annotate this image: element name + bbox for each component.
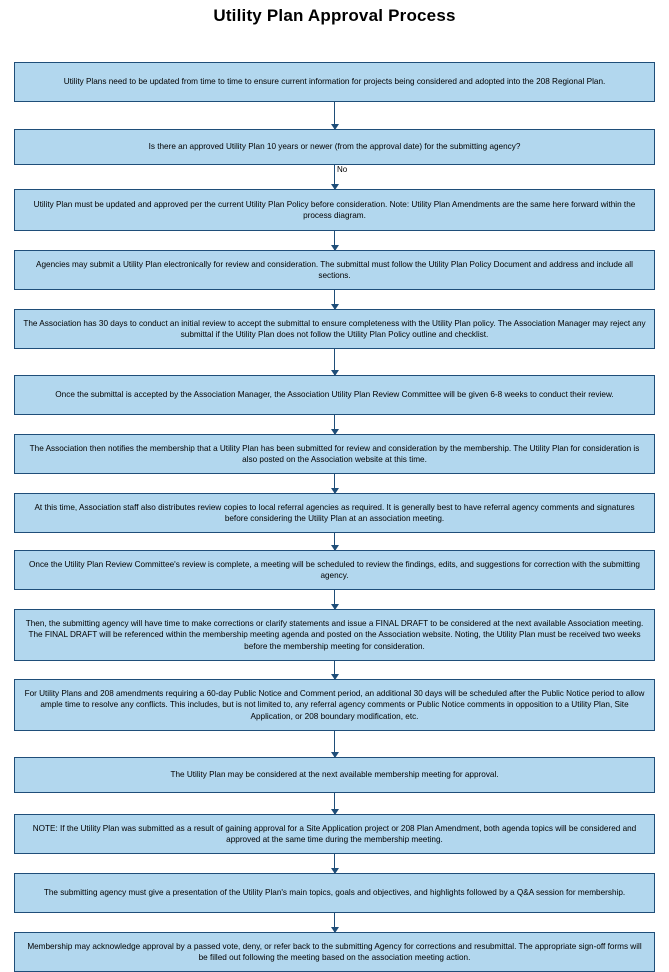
process-box-15-label: Membership may acknowledge approval by a… — [27, 941, 642, 963]
process-box-6: Once the submittal is accepted by the As… — [14, 375, 655, 415]
process-box-9: Once the Utility Plan Review Committee's… — [14, 550, 655, 590]
connector-arrow-3 — [330, 231, 339, 251]
process-box-3: Utility Plan must be updated and approve… — [14, 189, 655, 231]
connector-arrow-9 — [330, 590, 339, 610]
connector-arrow-11 — [330, 731, 339, 758]
process-box-13-label: NOTE: If the Utility Plan was submitted … — [32, 823, 637, 845]
process-box-14: The submitting agency must give a presen… — [14, 873, 655, 913]
connector-arrow-5 — [330, 349, 339, 376]
process-box-8-label: At this time, Association staff also dis… — [34, 502, 635, 524]
process-box-6-label: Once the submittal is accepted by the As… — [55, 390, 614, 400]
process-box-2-label: Is there an approved Utility Plan 10 yea… — [148, 142, 521, 152]
process-box-10: Then, the submitting agency will have ti… — [14, 609, 655, 661]
process-box-9-label: Once the Utility Plan Review Committee's… — [29, 559, 640, 581]
process-box-2: Is there an approved Utility Plan 10 yea… — [14, 129, 655, 165]
process-box-12: The Utility Plan may be considered at th… — [14, 757, 655, 793]
process-box-1-label: Utility Plans need to be updated from ti… — [63, 77, 606, 87]
connector-arrow-10 — [330, 661, 339, 680]
connector-arrow-14 — [330, 913, 339, 933]
process-box-11-label: For Utility Plans and 208 amendments req… — [24, 688, 645, 721]
process-box-7-label: The Association then notifies the member… — [29, 443, 640, 465]
connector-arrow-1 — [330, 102, 339, 130]
connector-label-no: No — [337, 165, 348, 174]
process-box-3-label: Utility Plan must be updated and approve… — [33, 199, 636, 221]
connector-arrow-6 — [330, 415, 339, 435]
connector-arrow-12 — [330, 793, 339, 815]
process-box-4-label: Agencies may submit a Utility Plan elect… — [36, 259, 633, 281]
process-box-14-label: The submitting agency must give a presen… — [43, 888, 626, 898]
process-box-11: For Utility Plans and 208 amendments req… — [14, 679, 655, 731]
process-box-4: Agencies may submit a Utility Plan elect… — [14, 250, 655, 290]
connector-arrow-2 — [330, 165, 339, 190]
process-box-13: NOTE: If the Utility Plan was submitted … — [14, 814, 655, 854]
process-box-10-label: Then, the submitting agency will have ti… — [25, 618, 644, 651]
process-box-7: The Association then notifies the member… — [14, 434, 655, 474]
process-box-5: The Association has 30 days to conduct a… — [14, 309, 655, 349]
process-box-15: Membership may acknowledge approval by a… — [14, 932, 655, 972]
process-box-12-label: The Utility Plan may be considered at th… — [170, 770, 499, 780]
connector-arrow-13 — [330, 854, 339, 874]
connector-arrow-4 — [330, 290, 339, 310]
process-box-8: At this time, Association staff also dis… — [14, 493, 655, 533]
connector-arrow-8 — [330, 533, 339, 551]
process-box-5-label: The Association has 30 days to conduct a… — [23, 318, 646, 340]
connector-arrow-7 — [330, 474, 339, 494]
process-box-1: Utility Plans need to be updated from ti… — [14, 62, 655, 102]
page-title: Utility Plan Approval Process — [213, 6, 456, 25]
